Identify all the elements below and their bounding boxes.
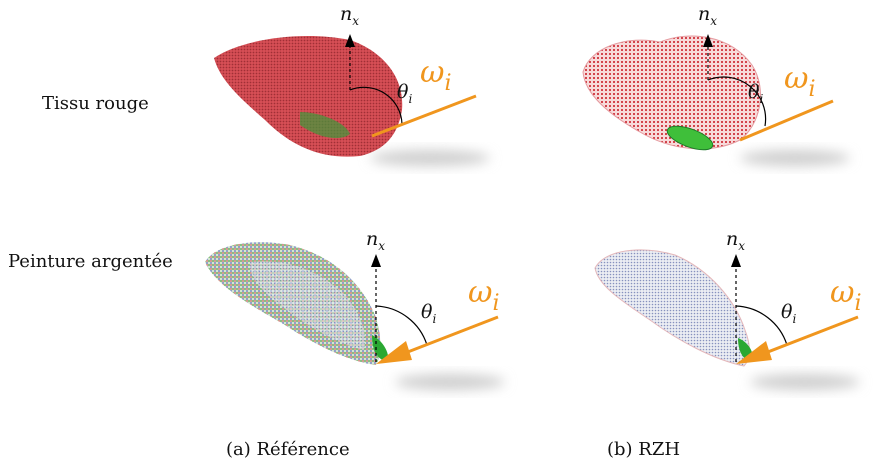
theta-arc: [707, 76, 767, 127]
lobe-highlight: [300, 112, 350, 139]
incident-direction: [399, 315, 499, 357]
incident-direction: [371, 94, 477, 138]
row-label-tissu-rouge: Tissu rouge: [42, 93, 149, 114]
theta-arc: [735, 305, 788, 346]
caption-reference: (a) Référence: [226, 439, 350, 460]
panel-a-peinture-argentee: nx θi ωi: [205, 228, 505, 390]
brdf-lobe: [582, 35, 761, 150]
normal-label: nx: [366, 228, 385, 253]
normal-label: nx: [340, 3, 359, 28]
brdf-lobe: [214, 36, 403, 157]
incident-direction: [739, 99, 834, 142]
theta-label: θi: [421, 301, 436, 326]
normal-arrowhead: [371, 254, 381, 267]
brdf-lobe: [594, 249, 750, 367]
panel-b-tissu-rouge: nx θi ωi: [582, 3, 850, 166]
theta-arc: [375, 305, 428, 346]
theta-arc: [349, 86, 403, 125]
incident-direction: [759, 315, 859, 357]
incident-label: ωi: [830, 275, 862, 316]
panel-b-peinture-argentee: nx θi ωi: [594, 228, 862, 390]
normal-label: nx: [698, 3, 717, 28]
incident-arrowhead: [736, 341, 772, 364]
lobe-inner: [249, 261, 366, 350]
lobe-shadow: [740, 150, 850, 166]
normal-arrowhead: [731, 254, 741, 267]
row-label-peinture-argentee: Peinture argentée: [8, 251, 173, 272]
caption-rzh: (b) RZH: [607, 439, 680, 460]
incident-label: ωi: [468, 275, 500, 316]
normal-arrowhead: [345, 34, 355, 47]
incident-arrowhead: [376, 341, 412, 364]
incident-label: ωi: [784, 61, 816, 102]
lobe-shadow: [750, 374, 860, 390]
lobe-shadow: [370, 150, 490, 166]
lobe-highlight: [666, 125, 714, 151]
lobe-shadow: [395, 374, 505, 390]
theta-label: θi: [748, 81, 763, 106]
incident-label: ωi: [420, 55, 452, 96]
panel-a-tissu-rouge: nx θi ωi: [214, 3, 490, 166]
theta-label: θi: [781, 301, 796, 326]
theta-label: θi: [397, 81, 412, 106]
normal-arrowhead: [703, 34, 713, 47]
normal-label: nx: [726, 228, 745, 253]
